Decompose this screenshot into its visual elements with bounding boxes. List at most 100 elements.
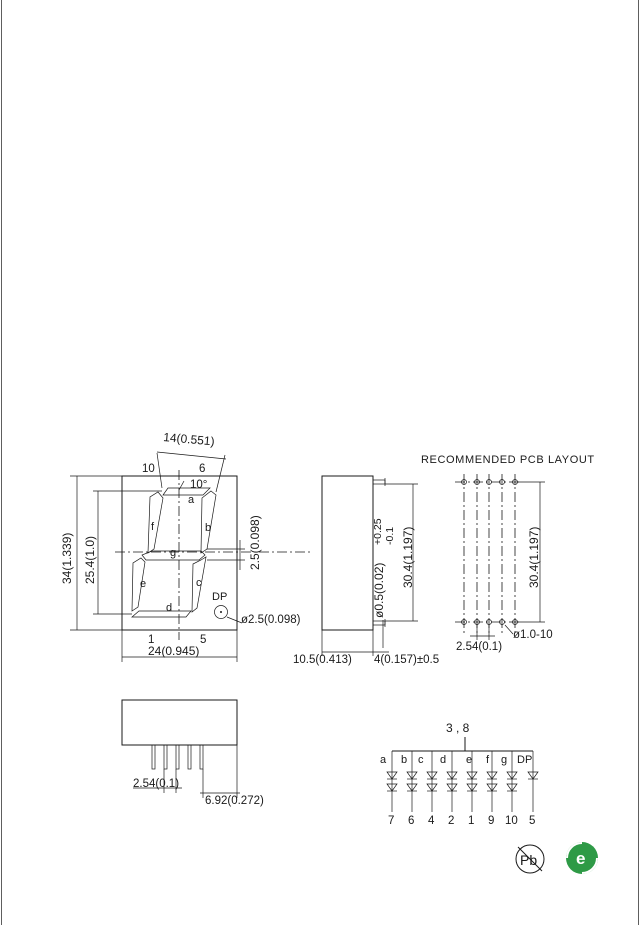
dim-slant-angle: 10° [190,479,207,491]
side-view: 30.4(1.197) ø0.5(0.02) +0.25 -0.1 10.5(0… [293,475,439,666]
bottom-pin-1 [151,744,156,770]
dp-center-mark [220,611,222,613]
pcb-hole-top-5 [512,479,518,485]
dim-pin-span: 30.4(1.197) [401,527,415,588]
eco-badge: e [566,842,598,874]
dp-circle [214,605,228,619]
channel-a [386,751,398,812]
dim-tolerance-minus: -0.1 [384,527,396,545]
slant-extension-right [215,454,226,493]
channel-d [446,751,458,812]
pcb-hole-top-2 [474,479,480,485]
dim-depth: 10.5(0.413) [293,654,352,666]
segment-label-b: b [205,522,211,534]
dim-overall-height: 34(1.339) [60,533,74,584]
pcb-layout-title: RECOMMENDED PCB LAYOUT [421,454,595,466]
segment-label-f: f [151,521,155,533]
pcb-dim-hole: ø1.0-10 [513,629,553,641]
side-body-outline [321,475,374,631]
dim-digit-height: 25.4(1.0) [83,536,97,584]
dim-pin-length: 4(0.157)±0.5 [374,654,439,666]
circuit-pin-4: 4 [428,815,435,827]
slant-extension-left [156,452,163,489]
segment-e [131,557,146,612]
channel-f [486,751,498,812]
dim-pin-diameter: ø0.5(0.02) [372,563,386,618]
circuit-label-b: b [401,754,407,766]
lead-free-text: Pb [520,852,537,868]
pin-label-10: 10 [142,463,155,475]
segment-f [147,491,164,554]
bottom-pin-3 [175,744,180,770]
dim-dp-diameter: ø2.5(0.098) [241,614,301,626]
pin-label-5: 5 [200,634,206,646]
angle-mark [178,480,185,491]
dim-overall-width: 24(0.945) [148,644,199,658]
pcb-hole-leader [504,624,514,635]
segment-g [141,550,206,561]
segment-label-g: g [170,547,176,559]
circuit-pin-5: 5 [529,815,535,827]
pcb-hole-top-3 [486,479,492,485]
dim-tolerance-plus: +0.25 [372,518,384,545]
segment-d [131,610,192,618]
circuit-pin-10: 10 [505,815,518,827]
circuit-pin-7: 7 [388,815,394,827]
circuit-label-a: a [380,754,387,766]
pcb-layout: RECOMMENDED PCB LAYOUT 30.4(1.197) 2.54(… [421,454,595,653]
circuit-label-f: f [486,754,490,766]
pin-label-6: 6 [199,463,205,475]
eco-icon [566,842,598,874]
circuit-label-c: c [418,754,424,766]
dim-top-width: 14(0.551) [163,430,215,448]
segment-label-c: c [196,577,202,589]
bottom-pin-4 [187,744,192,770]
lead-free-badge: Pb [515,844,545,874]
pcb-dim-span: 30.4(1.197) [527,527,541,588]
segment-label-d: d [166,602,172,614]
circuit-label-e: e [466,754,472,766]
dp-leader [226,616,243,624]
circuit-label-g: g [501,754,507,766]
pcb-hole-bottom-5 [512,619,518,625]
bottom-pin-5 [199,744,204,770]
circuit-pin-2: 2 [448,815,454,827]
pcb-hole-top-4 [499,479,505,485]
segment-a [162,487,211,496]
circuit-diagram: 3 , 8 [380,721,539,827]
channel-dp [527,751,539,812]
segment-label-a: a [188,494,195,506]
bv-dim-offset: 6.92(0.272) [205,795,264,807]
channel-e [466,751,478,812]
pcb-hole-bottom-1 [461,619,467,625]
channel-g [506,751,518,812]
dim-segment-width: 2.5(0.098) [248,515,262,570]
eco-letter: e [576,849,585,868]
pin-top-side [372,479,386,485]
bottom-pin-2 [163,744,168,770]
lead-free-strike [517,846,543,872]
dp-label: DP [212,591,227,603]
circuit-pin-6: 6 [408,815,414,827]
circuit-channels [386,751,539,812]
bv-dim-pitch: 2.54(0.1) [133,778,179,790]
pcb-hole-bottom-4 [499,619,505,625]
bottom-body-outline [121,699,238,746]
segment-b [200,490,217,554]
common-pins-label: 3 , 8 [446,721,470,735]
channel-b [406,751,418,812]
segment-label-e: e [140,578,146,590]
display-body-outline [121,475,238,631]
circuit-label-d: d [440,754,446,766]
pin-label-1: 1 [148,634,154,646]
circuit-label-dp: DP [517,754,532,766]
bottom-view: 2.54(0.1) 6.92(0.272) [121,699,264,807]
pcb-dim-pitch: 2.54(0.1) [456,641,502,653]
pcb-hole-top-1 [461,479,467,485]
segment-c [191,556,207,613]
channel-c [426,751,438,812]
front-view: a b c d e f g DP ø2.5(0.098) 14(0.551) 1… [60,430,312,662]
dim-line-top [156,451,227,460]
